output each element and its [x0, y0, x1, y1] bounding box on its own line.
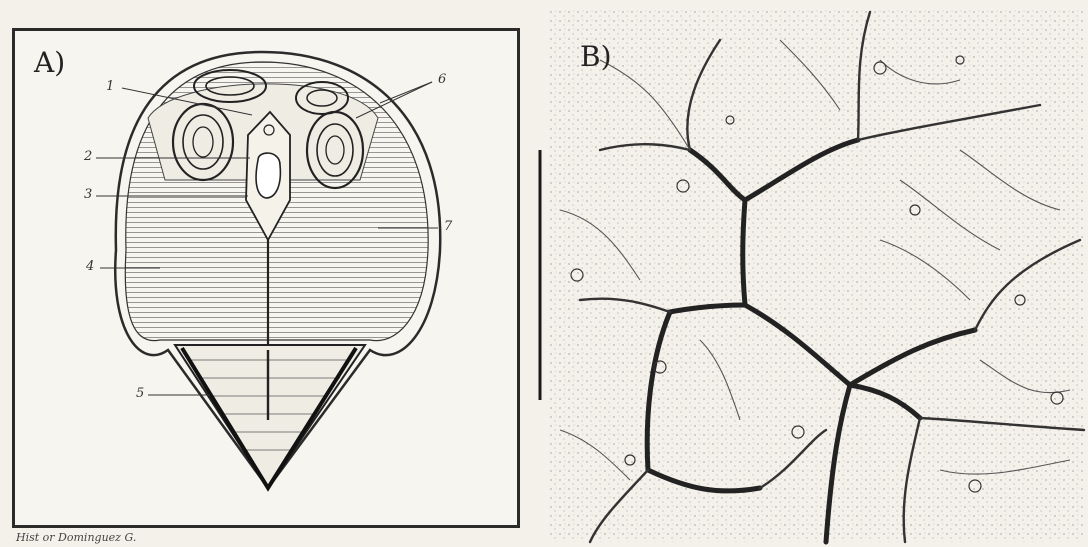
cross-section-drawing: [96, 52, 440, 488]
artist-signature: Hist or Dominguez G.: [16, 531, 136, 544]
callout-1: 1: [106, 79, 114, 94]
panel-b-label: B): [580, 40, 612, 73]
callout-7: 7: [444, 219, 452, 234]
callout-4: 4: [86, 259, 94, 274]
micrograph-drawing: [540, 10, 1084, 542]
callout-2: 2: [84, 149, 92, 164]
callout-6: 6: [438, 72, 446, 87]
panel-a-label: A): [34, 46, 65, 79]
callout-3: 3: [84, 187, 92, 202]
callout-5: 5: [136, 386, 144, 401]
